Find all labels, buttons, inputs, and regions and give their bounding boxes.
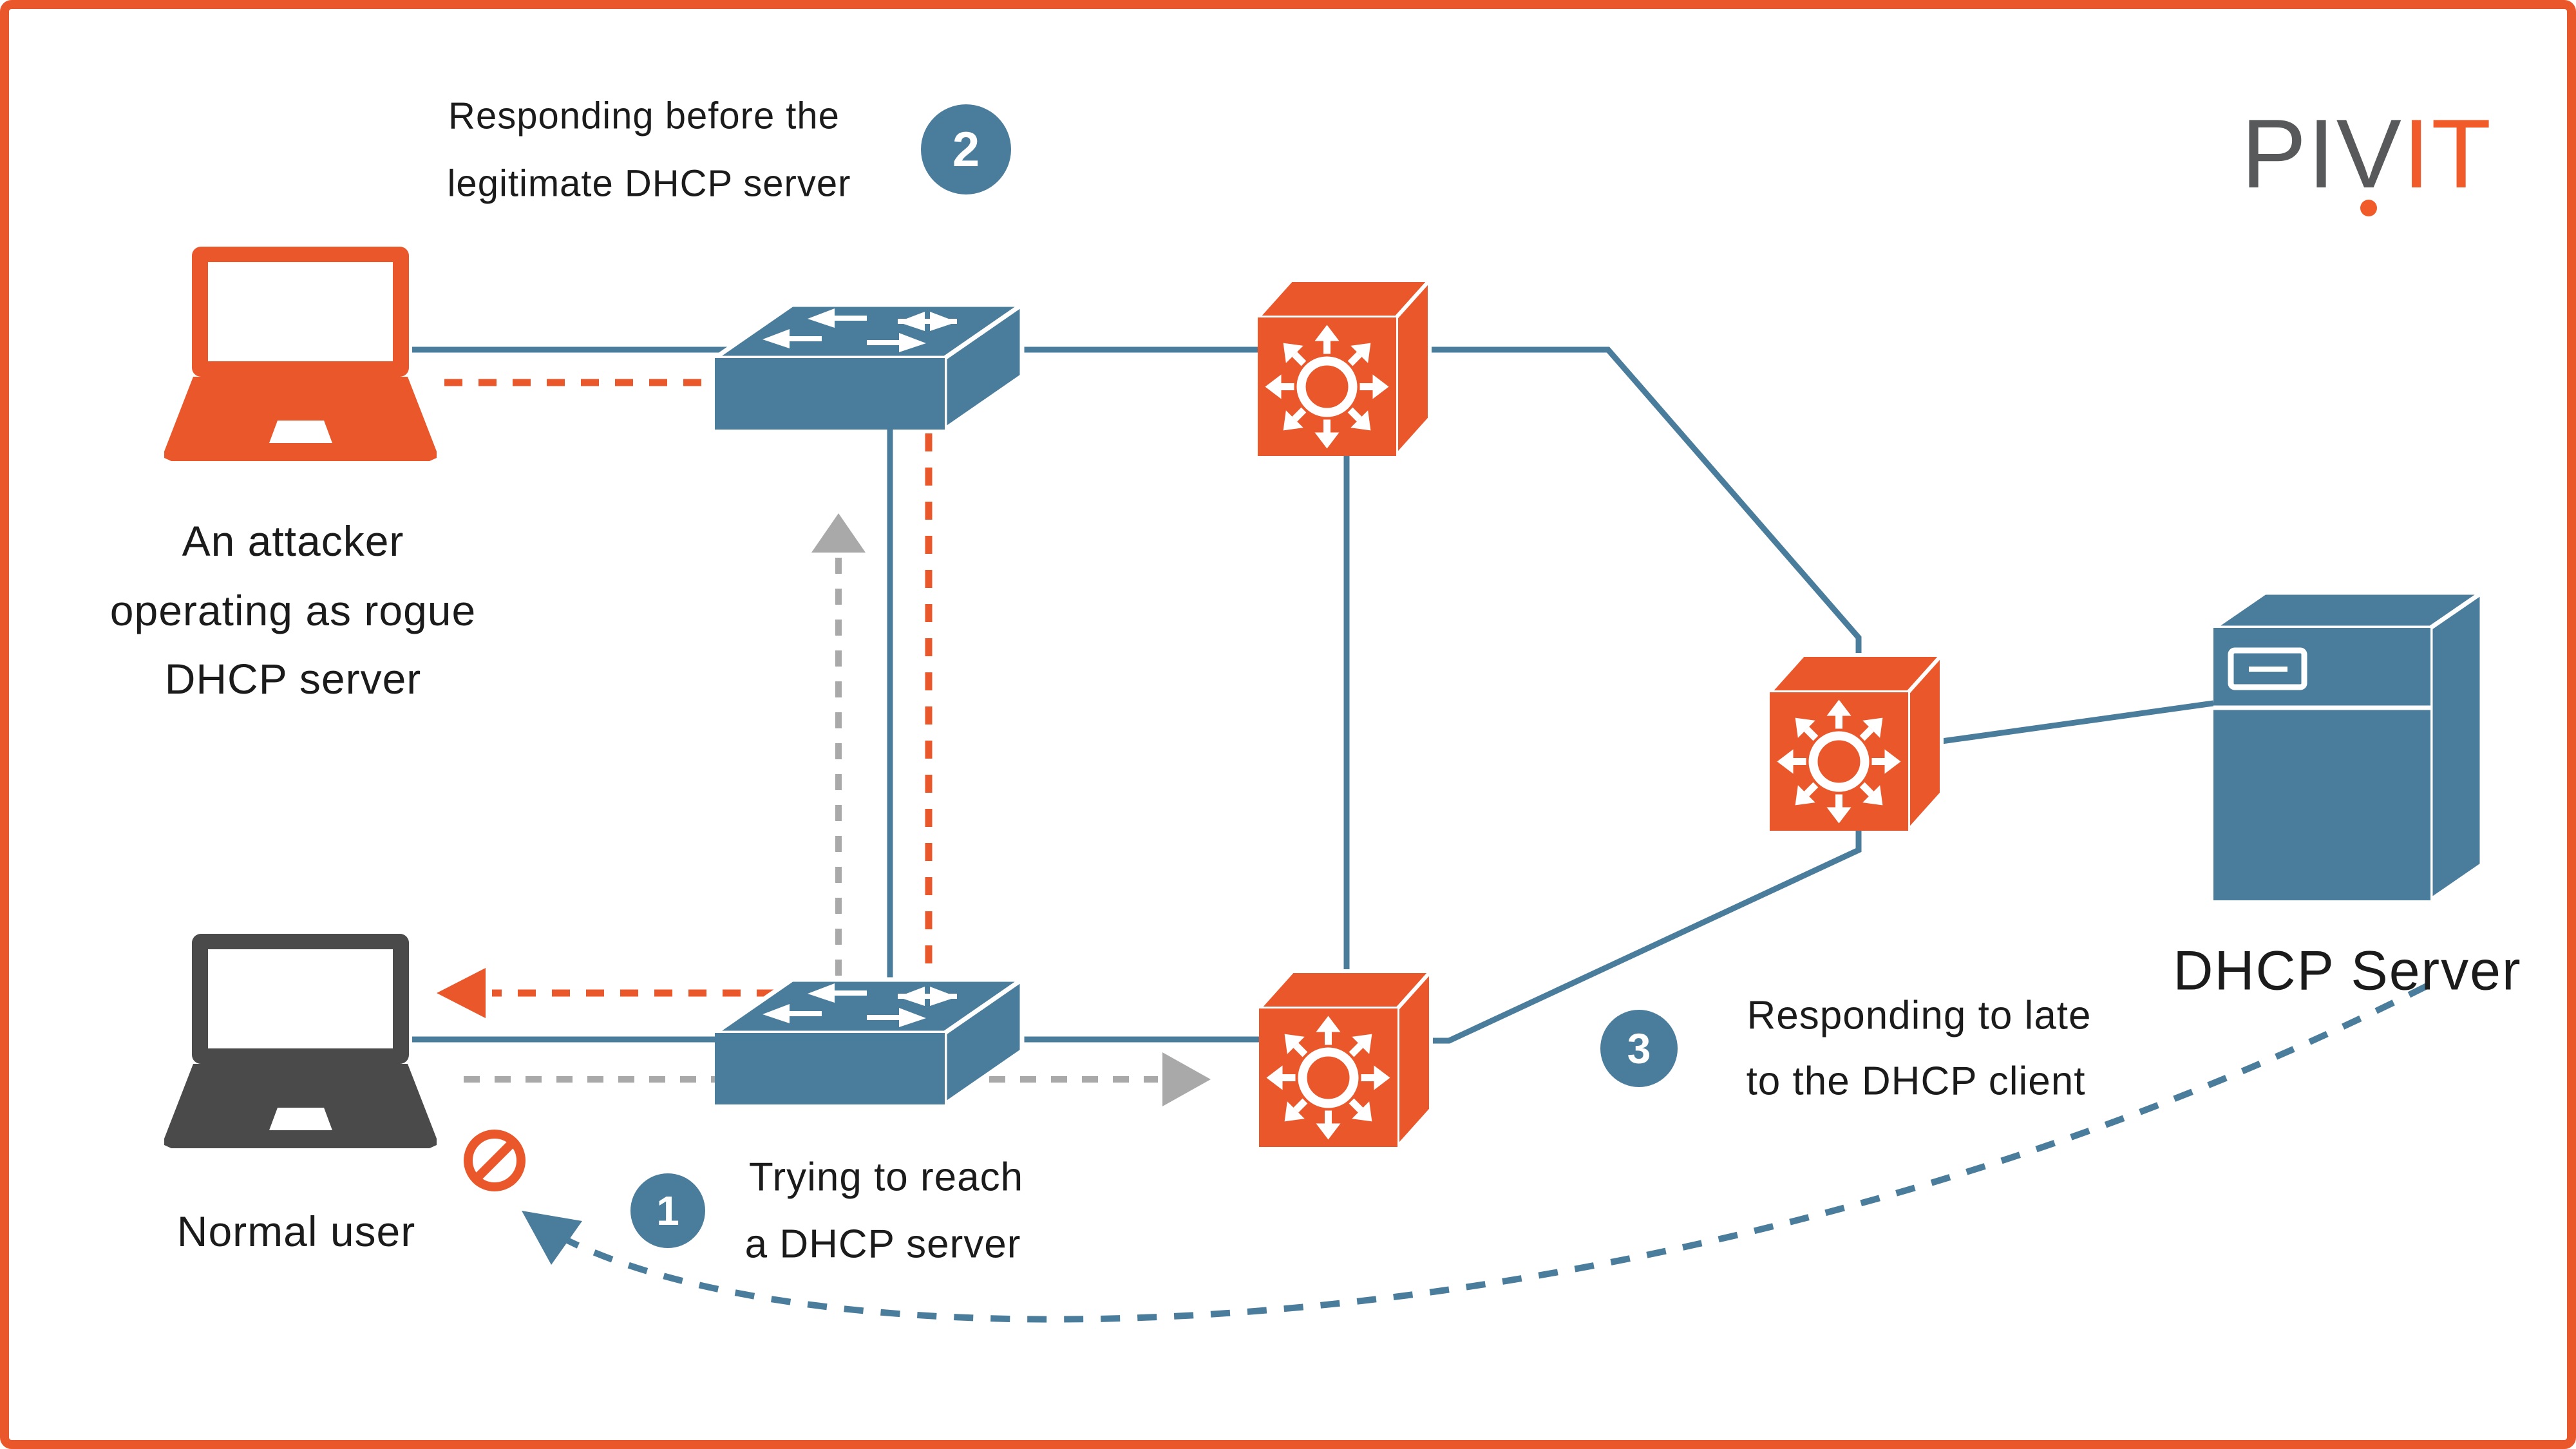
- switch-icon: [715, 305, 1022, 430]
- dhcp-server-label: DHCP Server: [2173, 940, 2522, 1002]
- attacker-label-line2: operating as rogue: [109, 587, 477, 634]
- late-response-curve: [527, 976, 2443, 1323]
- blue-arrowhead-upleft-icon: [522, 1211, 582, 1265]
- router-icon: [1770, 655, 1942, 831]
- bottom-switch: [715, 980, 1022, 1104]
- server-front-face: [2213, 628, 2430, 900]
- gray-arrowhead-up-icon: [811, 513, 866, 553]
- normal-user-label: Normal user: [176, 1208, 416, 1255]
- dhcp-server-box: [2211, 590, 2485, 903]
- mid-router: [1770, 655, 1942, 831]
- gray-arrowhead-right-icon: [1162, 1052, 1211, 1106]
- no-entry-icon: [464, 1130, 526, 1191]
- callout-3-line1: Responding to late: [1747, 993, 2092, 1038]
- bottom-router: [1259, 971, 1431, 1147]
- router-icon: [1258, 280, 1430, 456]
- router-icon: [1259, 971, 1431, 1147]
- attacker-laptop: [164, 247, 437, 461]
- top-switch: [715, 305, 1022, 430]
- step-2-badge: 2: [921, 104, 1011, 194]
- normal-user-laptop: [164, 934, 437, 1148]
- attacker-label-line3: DHCP server: [164, 655, 422, 703]
- step-3-badge: 3: [1600, 1010, 1678, 1087]
- callout-1-line2: a DHCP server: [744, 1222, 1021, 1267]
- callout-3-line2: to the DHCP client: [1746, 1059, 2086, 1104]
- link-toprouter-to-midrouter: [1430, 346, 1862, 658]
- laptop-icon: [164, 247, 437, 461]
- server-drive-slot-icon: [2228, 647, 2307, 690]
- top-router: [1258, 280, 1430, 456]
- pivit-logo-orange: IT: [2403, 99, 2493, 209]
- step-2-number: 2: [952, 122, 980, 177]
- attacker-label-line1: An attacker: [182, 517, 404, 565]
- orange-attack-paths: [444, 379, 933, 1005]
- pivit-logo: PIV IT: [2241, 98, 2493, 216]
- callout-2-line2: legitimate DHCP server: [447, 162, 851, 205]
- step-1-badge: 1: [630, 1173, 705, 1248]
- step-3-number: 3: [1627, 1025, 1651, 1072]
- pivit-logo-gray: PIV: [2241, 99, 2403, 209]
- step-1-number: 1: [656, 1188, 679, 1234]
- pivit-logo-dot-icon: [2360, 200, 2377, 216]
- laptop-icon: [164, 934, 437, 1148]
- callout-1-line1: Trying to reach: [748, 1155, 1024, 1200]
- orange-arrowhead-left-icon: [437, 968, 486, 1018]
- link-midrouter-to-server: [1937, 700, 2214, 745]
- switch-icon: [715, 980, 1022, 1104]
- callout-2-line1: Responding before the: [448, 95, 840, 137]
- server-right-face: [2428, 590, 2485, 903]
